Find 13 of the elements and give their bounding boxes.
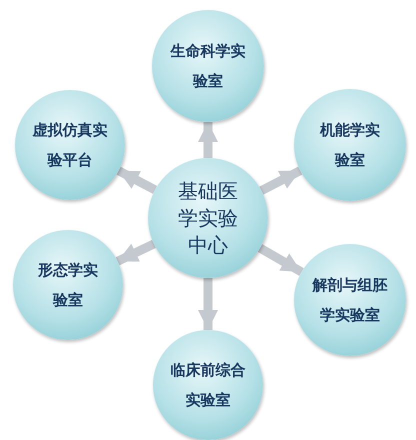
node-label: 解剖与组胚学实验室	[311, 275, 388, 326]
node-label: 临床前综合实验室	[170, 360, 246, 411]
arrow	[258, 244, 304, 276]
node-label: 机能学实验室	[318, 120, 381, 171]
arrow	[116, 240, 156, 266]
arrow	[116, 166, 158, 194]
arrow	[198, 122, 218, 158]
node-label: 生命科学实验室	[169, 41, 246, 92]
arrow	[259, 166, 302, 195]
node-label: 形态学实验室	[36, 260, 99, 311]
node-label: 基础医学实验中心	[177, 178, 239, 258]
arrow	[198, 278, 218, 330]
node-label: 虚拟仿真实验平台	[31, 120, 108, 171]
